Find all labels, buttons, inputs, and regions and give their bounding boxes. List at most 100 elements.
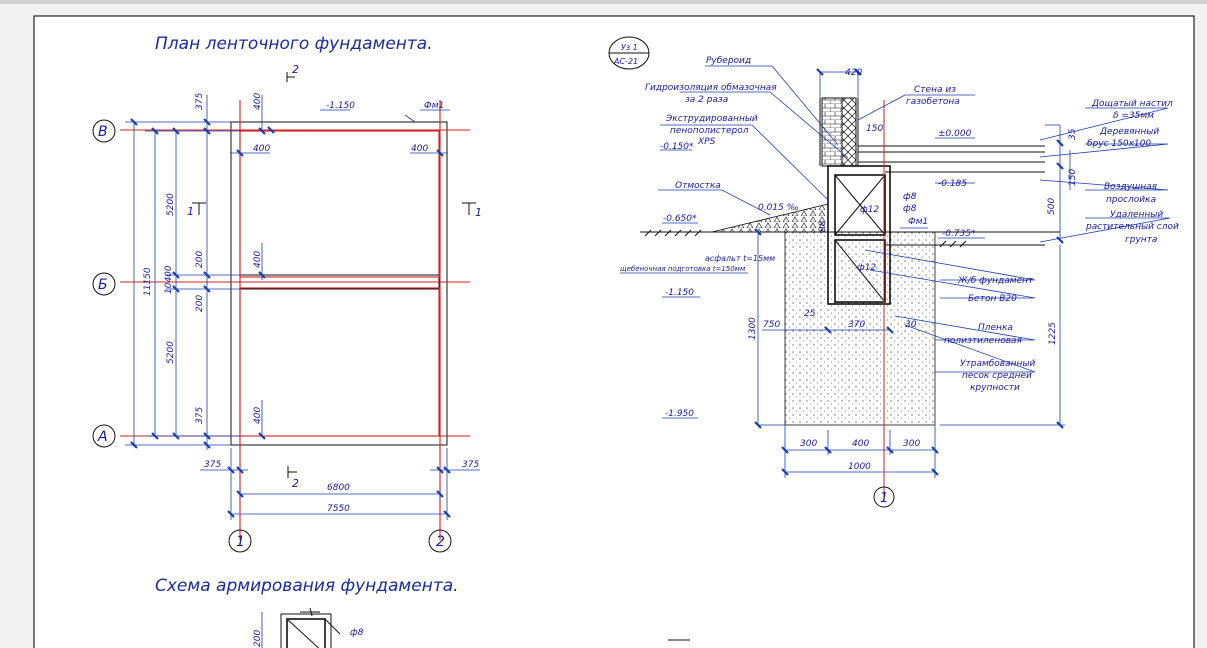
section-mark-bottom: 2: [287, 466, 299, 490]
level-0000: ±0.000: [938, 129, 972, 139]
label-gravel: щебеночная подготовка t=150мм: [620, 265, 746, 273]
plan-top-ticks: [236, 126, 444, 157]
label-xps-2: пенополистерол: [670, 126, 749, 136]
axis-label-2: 2: [436, 534, 445, 550]
dim-1000: 1000: [848, 462, 871, 472]
axis-label-1: 1: [236, 534, 245, 550]
viewer-top-bar: [0, 0, 1207, 4]
schema-dim-200: 200: [253, 630, 263, 647]
dim-7550: 7550: [327, 504, 350, 514]
axis-bubble-1: 1: [228, 529, 252, 553]
label-sand-1: Утрамбованный: [960, 359, 1035, 369]
plan-label-fm1: Фм1: [424, 101, 444, 111]
dim-6800: 6800: [327, 483, 350, 493]
dim-400-inner-right: 400: [411, 144, 428, 154]
dim-400-top: 400: [253, 93, 263, 110]
plan-top-leaders: [230, 109, 448, 154]
label-removed-2: растительный слой: [1085, 222, 1179, 232]
axis-label-a: А: [97, 429, 108, 445]
section-mark-bottom-label: 2: [292, 477, 299, 490]
level-1150: -1.150: [665, 288, 694, 298]
dim-10400: 10400: [164, 265, 174, 294]
schema-title: Схема армирования фундамента.: [155, 576, 459, 596]
axis-bubble-b: Б: [92, 272, 116, 296]
badge-bottom: АС-21: [613, 57, 638, 66]
section-mark-top-label: 2: [292, 63, 299, 76]
dim-150-wall: 150: [866, 124, 883, 134]
dim-200-a: 200: [195, 251, 205, 268]
label-otmostka: Отмостка: [675, 181, 721, 191]
label-phi8-a: ф8: [903, 192, 917, 202]
dim-11150: 11150: [143, 267, 153, 296]
dim-1300: 1300: [748, 317, 758, 340]
dim-200-b: 200: [195, 295, 205, 312]
label-concrete: Бетон В20: [968, 294, 1017, 304]
sand-bed: [784, 231, 936, 426]
label-air-2: прослойка: [1106, 195, 1156, 205]
dim-370: 370: [848, 320, 865, 330]
cut-mark-left-label: 1: [187, 205, 194, 218]
foundation-section: Уз 1 АС-21: [608, 36, 1179, 508]
level-0650: -0.650*: [663, 214, 697, 224]
dim-750: 750: [763, 320, 780, 330]
plan-title: План ленточного фундамента.: [155, 34, 433, 54]
dim-150-beam: 150: [1068, 169, 1078, 186]
gas-concrete-wall: [841, 97, 857, 167]
left-leaders: [658, 65, 849, 419]
axis-bubble-v: В: [92, 119, 116, 143]
axis-bubble-2: 2: [428, 529, 452, 553]
dim-400-bottom: 400: [253, 407, 263, 424]
label-fm1: Фм1: [908, 217, 928, 227]
dim-375-bottom: 375: [195, 407, 205, 424]
label-hydro-2: за 2 раза: [685, 95, 728, 105]
axis-bubble-a: А: [92, 424, 116, 448]
dim-5200-top: 5200: [166, 193, 176, 216]
dim-375-right-bottom: 375: [462, 460, 479, 470]
plan-level-1150: -1.150: [326, 101, 355, 111]
dim-375-top: 375: [195, 93, 205, 110]
cut-mark-right-label: 1: [475, 206, 482, 219]
label-sand-2: песок средней: [962, 371, 1032, 381]
label-air-1: Воздушная: [1104, 182, 1158, 192]
dim-98: 98: [818, 220, 828, 232]
label-floor-1: Дощатый настил: [1091, 99, 1173, 109]
foundation-plan: План ленточного фундамента. 2 2 1 1: [92, 34, 482, 553]
level-0185: -0.185: [938, 179, 967, 189]
label-hydro-1: Гидроизоляция обмазочная: [645, 83, 777, 93]
drawing-frame: [33, 15, 1195, 648]
cut-mark-left: 1: [187, 202, 206, 218]
label-wall-2: газобетона: [906, 97, 960, 107]
foundation-outline-outer: [230, 121, 448, 446]
dim-300-left: 300: [800, 439, 817, 449]
right-leaders: [857, 94, 1171, 243]
schema-bar-label: ф8: [350, 628, 364, 638]
cut-mark-right: 1: [462, 202, 482, 219]
dim-30: 30: [905, 320, 917, 330]
label-slope: 0.015 ‰: [758, 203, 799, 213]
dim-5200-bottom: 5200: [166, 341, 176, 364]
level-1950: -1.950: [665, 409, 694, 419]
rebar-cage-lower: [834, 239, 886, 303]
rebar-cage-upper: [834, 174, 886, 236]
section-badge: Уз 1 АС-21: [608, 36, 650, 70]
label-beam-1: Деревянный: [1099, 127, 1159, 137]
schema-section-outline: [280, 613, 332, 648]
axis-label-v: В: [98, 124, 108, 140]
label-phi12-a: ф12: [860, 205, 879, 215]
dim-25: 25: [804, 309, 816, 319]
dim-35: 35: [1068, 128, 1078, 140]
label-removed-1: Удаленный: [1110, 210, 1163, 220]
plan-vertical-dims: [125, 95, 266, 450]
dim-1225: 1225: [1048, 322, 1058, 345]
section-axis-label: 1: [880, 491, 888, 506]
dim-300-right: 300: [903, 439, 920, 449]
label-phi8-b: ф8: [903, 204, 917, 214]
dim-400-mid: 400: [253, 251, 263, 268]
beam-leaders: [864, 249, 1036, 373]
label-floor-2: δ =35мм: [1113, 111, 1154, 121]
dim-400-section: 400: [852, 439, 869, 449]
label-film-2: полиэтиленовая: [944, 336, 1023, 346]
level-0735: -0.735*: [942, 229, 976, 239]
label-removed-3: грунта: [1125, 235, 1157, 245]
